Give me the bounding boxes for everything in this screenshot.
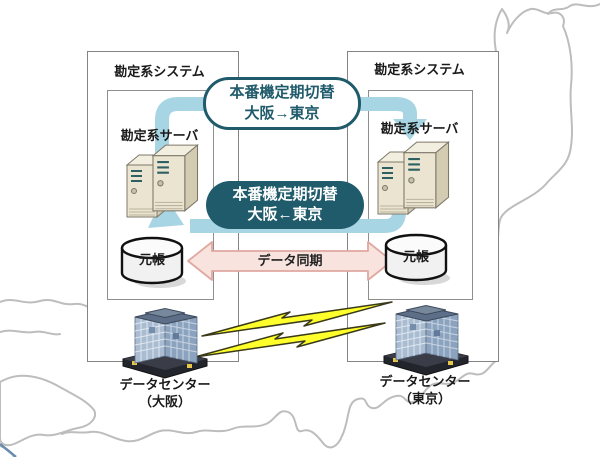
tokyo-ledger-label: 元帳 [402, 249, 429, 264]
osaka-ledger-label: 元帳 [138, 252, 165, 267]
datacenter-osaka-line1: データセンター [119, 377, 211, 392]
lightning-bolt-icon [194, 322, 386, 358]
osaka-server-label: 勘定系サーバ [120, 128, 199, 143]
switchover-osaka-to-tokyo-pill: 本番機定期切替 大阪→東京 [203, 77, 361, 130]
switchover-bottom-line1: 本番機定期切替 [232, 185, 338, 203]
switchover-top-line2: 大阪→東京 [244, 104, 320, 122]
switchover-bottom-line2: 大阪←東京 [247, 206, 323, 223]
tokyo-datacenter-building-icon [383, 305, 469, 376]
lightning-bolt-icon [201, 301, 393, 337]
osaka-system-title: 勘定系システム [114, 64, 205, 79]
arrowhead-down-icon [393, 119, 427, 140]
datacenter-osaka-label: データセンター （大阪） [110, 377, 220, 411]
datacenter-osaka-line2: （大阪） [138, 393, 191, 409]
osaka-datacenter-building-icon [122, 308, 208, 379]
datacenter-tokyo-label: データセンター （東京） [370, 374, 480, 408]
map-shikoku-outline [0, 374, 96, 447]
map-south-coast-outline [61, 359, 498, 449]
map-tohoku-outline [493, 7, 573, 269]
tokyo-system-title: 勘定系システム [374, 62, 465, 77]
datacenter-tokyo-line2: （東京） [398, 390, 451, 406]
switchover-tokyo-to-osaka-pill: 本番機定期切替 大阪←東京 [206, 181, 364, 229]
map-inland-sea-outline [0, 329, 61, 336]
tokyo-server-label: 勘定系サーバ [380, 121, 459, 136]
data-sync-label: データ同期 [257, 253, 323, 268]
osaka-server-icon [127, 145, 198, 217]
tokyo-server-icon [378, 142, 449, 214]
map-west-honshu-outline [0, 299, 89, 308]
map-blue-fragment [0, 443, 17, 457]
tokyo-system-inner-box [368, 90, 473, 300]
map-hokkaido-outline [547, 3, 600, 15]
switchover-top-line1: 本番機定期切替 [229, 84, 335, 102]
datacenter-tokyo-line1: データセンター [379, 374, 471, 389]
